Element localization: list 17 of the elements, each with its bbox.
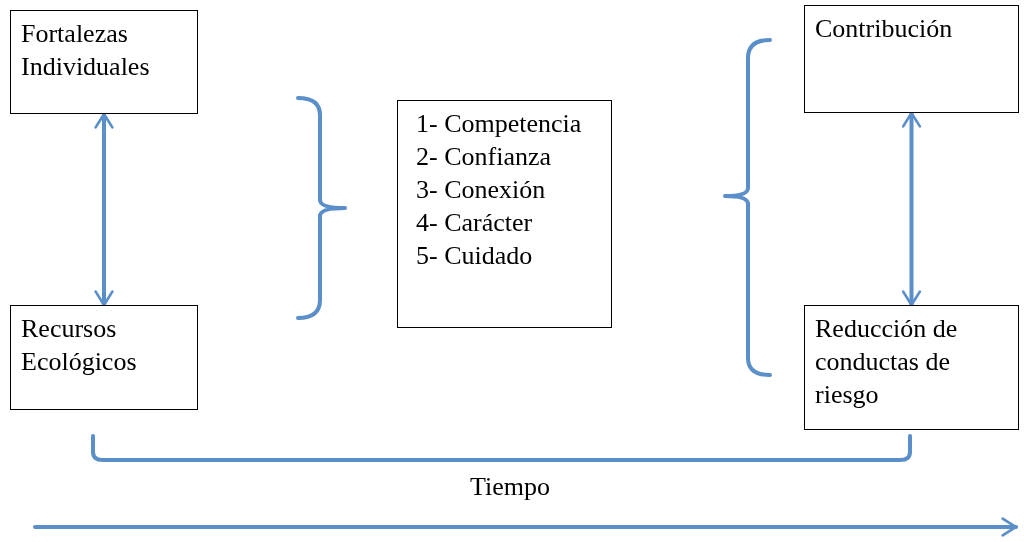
- list-item: 5- Cuidado: [416, 240, 534, 272]
- list-item: 2- Confianza: [416, 141, 552, 173]
- text-box: [10, 10, 198, 114]
- node-label: Fortalezas Individuales: [21, 18, 151, 83]
- list-item: 4- Carácter: [416, 207, 534, 239]
- list-box: [397, 100, 612, 328]
- double-arrow: [901, 111, 922, 307]
- node-label: Contribución: [815, 13, 954, 45]
- double-arrow: [94, 112, 114, 307]
- node-label: Recursos Ecológicos: [21, 313, 138, 378]
- text-box: [10, 305, 198, 410]
- text-box: [804, 305, 1019, 430]
- axis-label: Tiempo: [470, 472, 550, 502]
- text-box: [804, 5, 1019, 113]
- list-item: 3- Conexión: [416, 174, 547, 206]
- list-item: 1- Competencia: [416, 108, 583, 140]
- node-label: Reducción de conductas de riesgo: [815, 313, 959, 411]
